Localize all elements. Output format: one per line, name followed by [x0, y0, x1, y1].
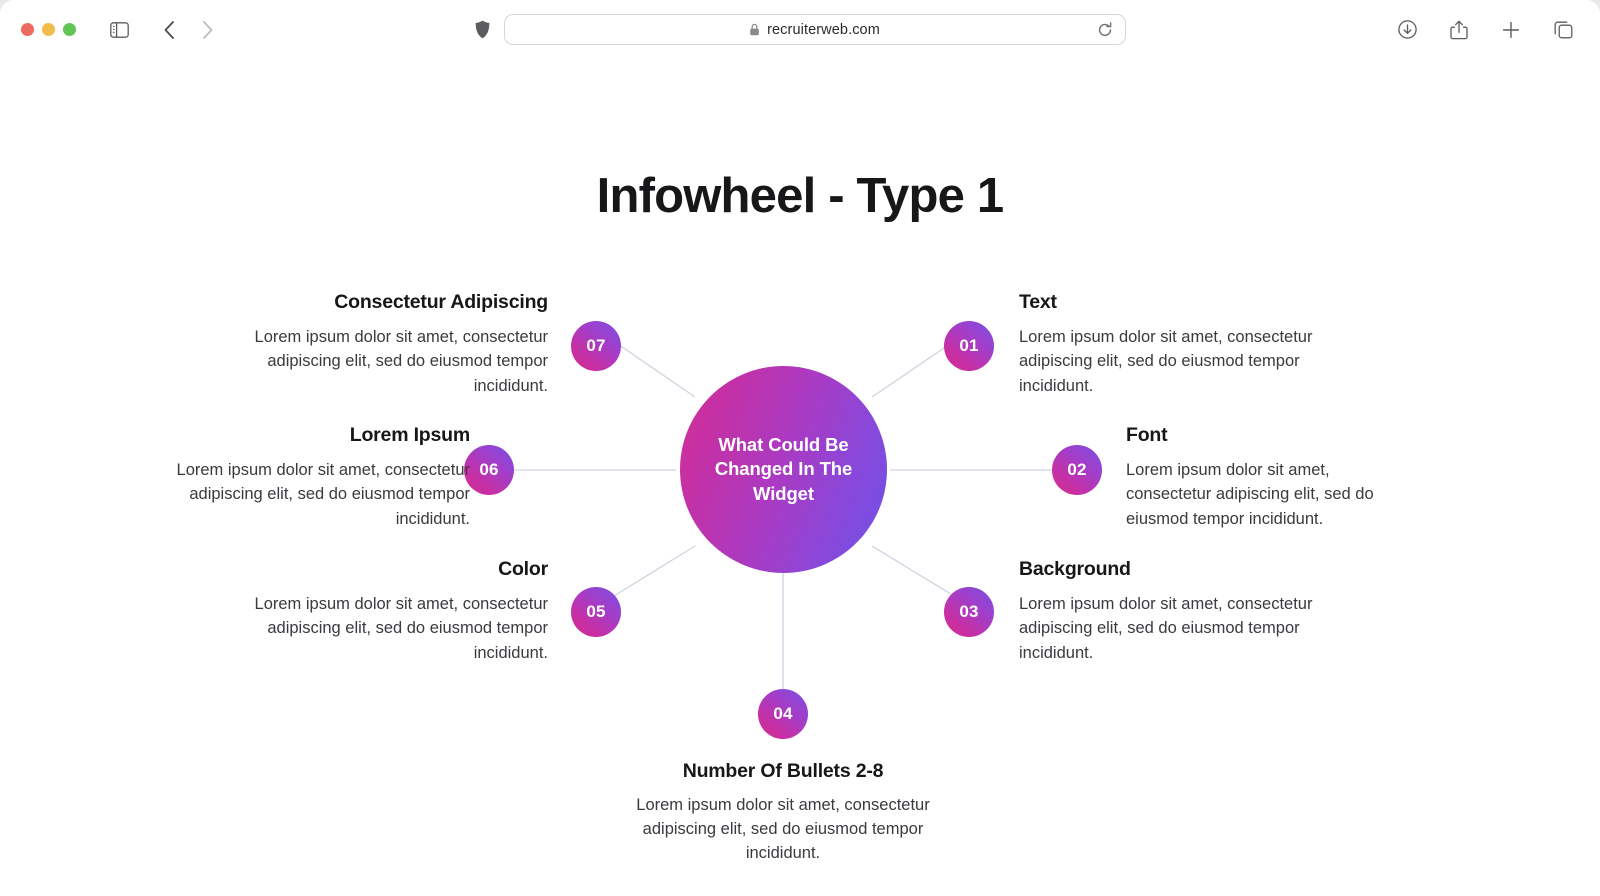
badge-04[interactable]: 04 [758, 689, 808, 739]
center-hub-label: What Could Be Changed In The Widget [714, 433, 853, 504]
toolbar-actions [1392, 15, 1578, 45]
item-03: Background Lorem ipsum dolor sit amet, c… [1019, 558, 1319, 665]
page-content: Infowheel - Type 1 [0, 59, 1600, 896]
privacy-shield-icon[interactable] [475, 20, 490, 39]
minimize-window-button[interactable] [42, 23, 55, 36]
badge-number: 02 [1067, 460, 1087, 479]
badge-06[interactable]: 06 [464, 445, 514, 495]
lock-icon [749, 23, 760, 36]
infowheel-diagram: What Could Be Changed In The Widget 01 T… [0, 59, 1600, 896]
item-body: Lorem ipsum dolor sit amet, consectetur … [1019, 595, 1313, 662]
item-title: Lorem Ipsum [349, 424, 470, 446]
sidebar-icon[interactable] [104, 15, 134, 45]
item-01: Text Lorem ipsum dolor sit amet, consect… [1019, 291, 1319, 398]
item-body: Lorem ipsum dolor sit amet, consectetur … [1019, 328, 1313, 395]
item-title: Background [1019, 558, 1131, 580]
badge-05[interactable]: 05 [571, 587, 621, 637]
badge-number: 01 [959, 336, 979, 355]
url-text[interactable]: recruiterweb.com [767, 21, 880, 38]
new-tab-icon[interactable] [1496, 15, 1526, 45]
item-title: Consectetur Adipiscing [334, 291, 548, 313]
forward-button[interactable] [192, 15, 222, 45]
item-body: Lorem ipsum dolor sit amet, consectetur … [254, 595, 548, 662]
badge-number: 04 [773, 704, 793, 723]
item-05: Color Lorem ipsum dolor sit amet, consec… [248, 558, 549, 665]
window-controls [21, 23, 76, 36]
badge-02[interactable]: 02 [1052, 445, 1102, 495]
item-04: Number Of Bullets 2-8 Lorem ipsum dolor … [618, 760, 948, 866]
badge-number: 05 [586, 602, 606, 621]
maximize-window-button[interactable] [63, 23, 76, 36]
close-window-button[interactable] [21, 23, 34, 36]
center-hub: What Could Be Changed In The Widget [680, 366, 887, 573]
item-title: Font [1126, 424, 1168, 446]
badge-number: 03 [959, 602, 979, 621]
item-body: Lorem ipsum dolor sit amet, consectetur … [1126, 461, 1374, 528]
badge-number: 07 [586, 336, 606, 355]
item-07: Consectetur Adipiscing Lorem ipsum dolor… [248, 291, 549, 398]
browser-toolbar: recruiterweb.com [0, 0, 1600, 59]
badge-number: 06 [479, 460, 499, 479]
item-title: Number Of Bullets 2-8 [682, 760, 884, 782]
reload-icon[interactable] [1097, 21, 1113, 38]
address-bar[interactable]: recruiterweb.com [503, 14, 1126, 45]
item-02: Font Lorem ipsum dolor sit amet, consect… [1126, 424, 1416, 531]
back-button[interactable] [154, 15, 184, 45]
item-body: Lorem ipsum dolor sit amet, consectetur … [636, 796, 930, 862]
tab-overview-icon[interactable] [1548, 15, 1578, 45]
item-06: Lorem Ipsum Lorem ipsum dolor sit amet, … [170, 424, 471, 531]
item-body: Lorem ipsum dolor sit amet, consectetur … [176, 461, 470, 528]
share-icon[interactable] [1444, 15, 1474, 45]
page-title: Infowheel - Type 1 [596, 169, 1005, 223]
address-bar-area: recruiterweb.com [0, 14, 1600, 45]
badge-03[interactable]: 03 [944, 587, 994, 637]
downloads-icon[interactable] [1392, 15, 1422, 45]
item-body: Lorem ipsum dolor sit amet, consectetur … [254, 328, 548, 395]
item-title: Color [498, 558, 548, 580]
badge-07[interactable]: 07 [571, 321, 621, 371]
badge-01[interactable]: 01 [944, 321, 994, 371]
item-title: Text [1019, 291, 1057, 313]
